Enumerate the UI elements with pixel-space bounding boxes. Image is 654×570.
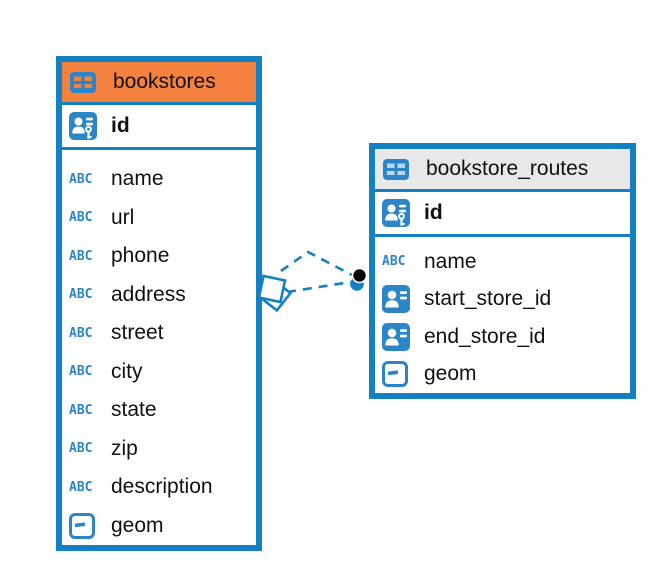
entity-header[interactable]: bookstore_routes <box>375 149 630 192</box>
reference-column-icon <box>382 285 416 314</box>
column-label: start_store_id <box>424 287 552 311</box>
column-label: state <box>111 398 157 422</box>
column-row-name[interactable]: ABC name <box>69 160 249 199</box>
entity-bookstores[interactable]: bookstores id ABC na <box>56 56 262 551</box>
many-side-diamond-marker-back[interactable] <box>257 277 293 313</box>
column-row-address[interactable]: ABC address <box>69 276 249 315</box>
one-side-circle-marker-blue[interactable] <box>350 277 364 291</box>
column-label: url <box>111 205 135 229</box>
one-side-circle-marker-black[interactable] <box>351 267 368 284</box>
text-type-icon: ABC <box>69 325 93 341</box>
geometry-type-icon <box>69 512 103 539</box>
column-label: street <box>111 321 164 345</box>
text-type-icon: ABC <box>69 479 93 495</box>
column-row-geom[interactable]: geom <box>382 356 623 394</box>
text-type-icon: ABC <box>69 248 93 264</box>
column-row-id[interactable]: id <box>62 105 256 150</box>
column-row-description[interactable]: ABC description <box>69 468 249 507</box>
text-type-icon: ABC <box>69 171 93 187</box>
primary-key-icon <box>69 112 103 140</box>
column-label: end_store_id <box>424 324 546 348</box>
text-type-icon: ABC <box>69 441 93 457</box>
columns-list: ABC name start_store_id <box>375 237 630 393</box>
entity-bookstore-routes[interactable]: bookstore_routes id ABC <box>369 143 636 399</box>
column-row-end-store-id[interactable]: end_store_id <box>382 318 623 356</box>
table-icon <box>70 71 104 93</box>
text-type-icon: ABC <box>69 210 93 226</box>
column-label: name <box>111 167 164 191</box>
column-label: id <box>111 114 130 137</box>
column-label: phone <box>111 244 170 268</box>
column-label: geom <box>111 513 164 537</box>
column-row-name[interactable]: ABC name <box>382 243 623 281</box>
column-row-url[interactable]: ABC url <box>69 199 249 238</box>
text-type-icon: ABC <box>382 254 406 270</box>
geometry-type-icon <box>382 361 416 388</box>
column-label: id <box>424 201 443 224</box>
primary-key-icon <box>382 199 416 227</box>
table-title: bookstores <box>113 70 216 93</box>
text-type-icon: ABC <box>69 402 93 418</box>
column-label: address <box>111 282 186 306</box>
column-row-state[interactable]: ABC state <box>69 391 249 430</box>
column-label: geom <box>424 362 477 386</box>
table-title: bookstore_routes <box>426 157 589 180</box>
relationship-line-1[interactable] <box>280 250 353 277</box>
column-label: description <box>111 475 213 499</box>
column-row-start-store-id[interactable]: start_store_id <box>382 281 623 319</box>
column-row-phone[interactable]: ABC phone <box>69 237 249 276</box>
text-type-icon: ABC <box>69 364 93 380</box>
column-row-zip[interactable]: ABC zip <box>69 430 249 469</box>
many-side-diamond-marker-front[interactable] <box>257 274 287 304</box>
column-row-street[interactable]: ABC street <box>69 314 249 353</box>
column-row-city[interactable]: ABC city <box>69 353 249 392</box>
entity-header[interactable]: bookstores <box>62 62 256 105</box>
reference-column-icon <box>382 322 416 351</box>
text-type-icon: ABC <box>69 287 93 303</box>
column-label: city <box>111 359 143 383</box>
column-row-id[interactable]: id <box>375 192 630 237</box>
table-icon <box>383 158 417 180</box>
column-row-geom[interactable]: geom <box>69 507 249 546</box>
column-label: name <box>424 249 477 273</box>
columns-list: ABC name ABC url ABC phone ABC address A… <box>62 150 256 545</box>
relationship-line-2[interactable] <box>286 280 352 294</box>
column-label: zip <box>111 436 138 460</box>
